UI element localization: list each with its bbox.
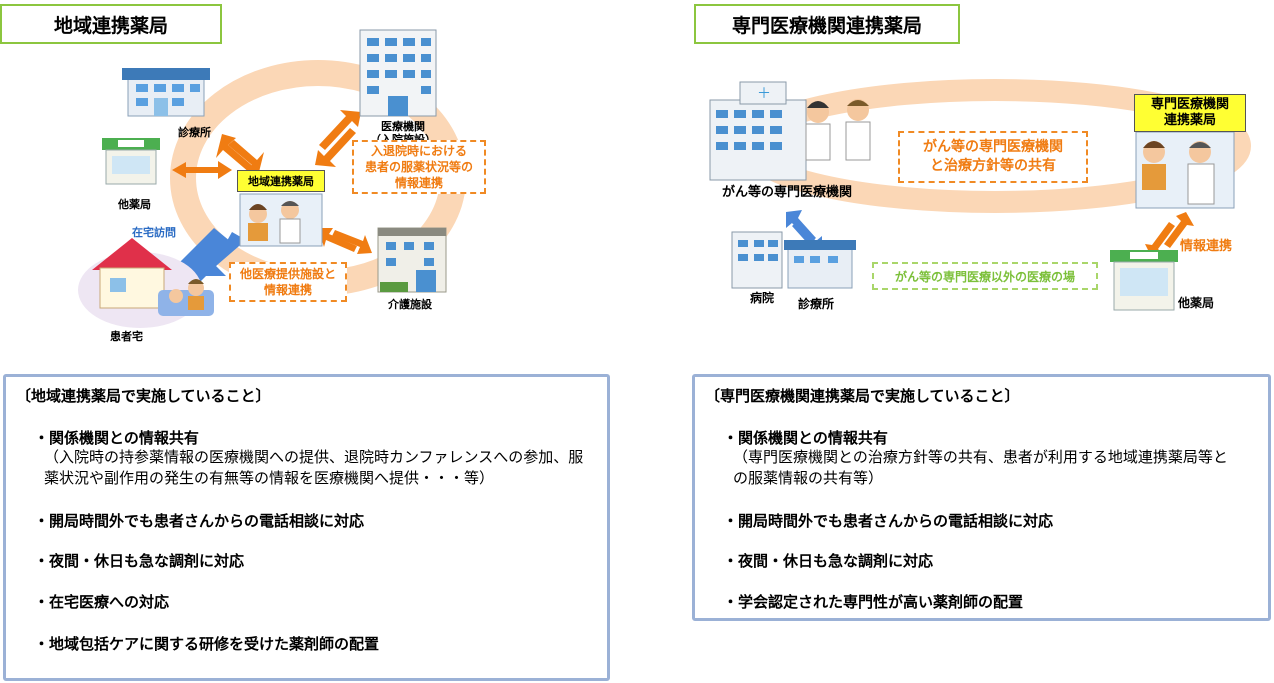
right-item-phone: ・開局時間外でも患者さんからの電話相談に対応 [723, 512, 1054, 530]
right-hospital-label: 病院 [750, 291, 775, 305]
left-panel-header: 〔地域連携薬局で実施していること〕 [16, 387, 271, 405]
care-facility-label: 介護施設 [388, 298, 432, 311]
center-pharmacy-icon [239, 193, 323, 247]
right-diagram-graphics: ＋ [709, 79, 1251, 311]
left-diagram-graphics [78, 29, 466, 328]
specialty-pharmacy-icon [1135, 131, 1235, 209]
arrow-clinic [216, 134, 264, 176]
left-item-info-sharing-detail-2: 薬状況や副作用の発生の有無等の情報を医療機関へ提供・・・等） [44, 469, 495, 487]
sharing-callout: がん等の専門医療機関 と治療方針等の共有 [898, 131, 1088, 183]
admission-info-callout: 入退院時における 患者の服薬状況等の 情報連携 [352, 140, 486, 194]
left-other-pharmacy-label: 他薬局 [118, 198, 151, 211]
info-link-label: 情報連携 [1180, 239, 1233, 254]
clinic-label: 診療所 [178, 126, 211, 139]
center-pharmacy-badge: 地域連携薬局 [237, 170, 325, 192]
left-item-phone: ・開局時間外でも患者さんからの電話相談に対応 [34, 512, 365, 530]
arrow-care [318, 228, 372, 254]
cancer-center-label: がん等の専門医療機関 [722, 185, 853, 200]
care-facility-building-icon [377, 227, 447, 293]
left-item-info-sharing: ・関係機関との情報共有 [34, 429, 199, 447]
hospital-building-icon [359, 29, 437, 117]
other-places-callout: がん等の専門医療以外の医療の場 [872, 262, 1098, 290]
patient-home-label: 患者宅 [110, 330, 143, 343]
right-clinic-label: 診療所 [798, 297, 835, 311]
left-item-home-care: ・在宅医療への対応 [34, 593, 170, 611]
info-link-arrow [1145, 212, 1194, 258]
left-item-night: ・夜間・休日も急な調剤に対応 [34, 552, 245, 570]
clinic-building-icon [122, 68, 210, 117]
left-title: 地域連携薬局 [0, 4, 222, 44]
right-item-info-sharing: ・関係機関との情報共有 [723, 429, 888, 447]
right-item-night: ・夜間・休日も急な調剤に対応 [723, 552, 934, 570]
right-panel-header: 〔専門医療機関連携薬局で実施していること〕 [705, 387, 1020, 405]
right-activities-panel: 〔専門医療機関連携薬局で実施していること〕 ・関係機関との情報共有 （専門医療機… [692, 374, 1271, 621]
svg-text:＋: ＋ [757, 86, 771, 102]
right-title: 専門医療機関連携薬局 [694, 4, 960, 44]
patient-home-icon [78, 238, 214, 328]
home-visit-label: 在宅訪問 [132, 226, 176, 239]
left-item-info-sharing-detail-1: （入院時の持参薬情報の医療機関への提供、退院時カンファレンスへの参加、服 [44, 448, 584, 466]
right-item-specialist: ・学会認定された専門性が高い薬剤師の配置 [723, 593, 1024, 611]
cancer-hospital-icon: ＋ [709, 81, 871, 181]
right-other-pharmacy-label: 他薬局 [1178, 296, 1215, 310]
arrow-other-pharmacy [172, 161, 232, 179]
right-item-info-sharing-detail-2: の服薬情報の共有等） [733, 469, 884, 487]
left-activities-panel: 〔地域連携薬局で実施していること〕 ・関係機関との情報共有 （入院時の持参薬情報… [3, 374, 610, 681]
specialty-badge: 専門医療機関 連携薬局 [1134, 94, 1246, 132]
arrow-hospital [315, 110, 361, 167]
other-pharmacy-building-icon [102, 138, 160, 185]
left-item-training: ・地域包括ケアに関する研修を受けた薬剤師の配置 [34, 635, 380, 653]
other-facility-callout: 他医療提供施設と 情報連携 [229, 262, 347, 302]
hospital-clinic-icon [731, 231, 856, 289]
right-item-info-sharing-detail-1: （専門医療機関との治療方針等の共有、患者が利用する地域連携薬局等と [733, 448, 1228, 466]
right-other-pharmacy-icon [1110, 250, 1178, 311]
